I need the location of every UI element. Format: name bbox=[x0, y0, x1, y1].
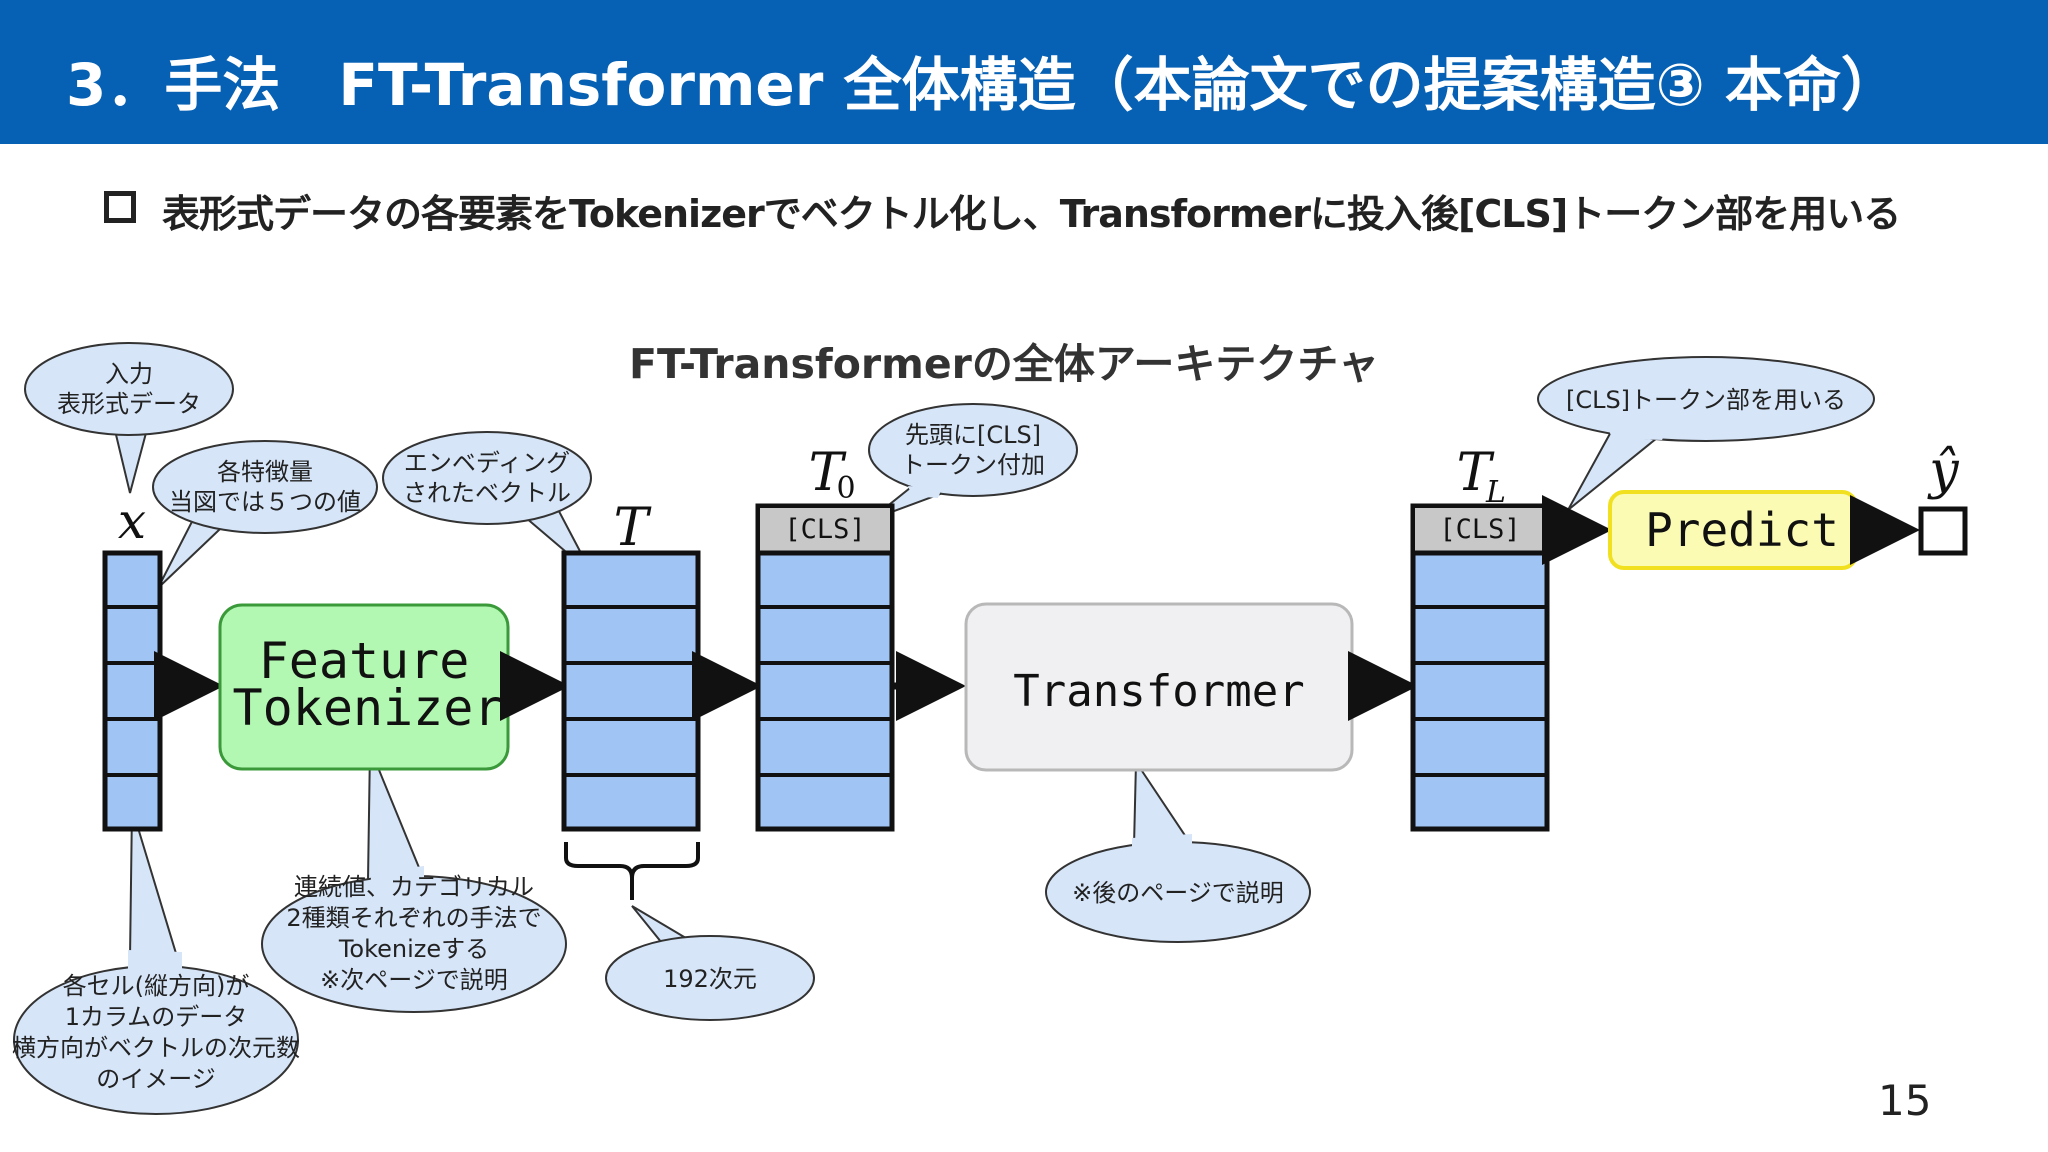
bubble-embedding-line2: されたベクトル bbox=[403, 479, 571, 507]
bubble-cell-line4: のイメージ bbox=[96, 1065, 216, 1093]
symbol-TL: T L bbox=[1457, 443, 1506, 510]
slide-title: 3．手法 FT-Transformer 全体構造（本論文での提案構造③ 本命） bbox=[66, 51, 1899, 119]
bubble-cell: 各セル(縦方向)が 1カラムのデータ 横方向がベクトルの次元数 のイメージ bbox=[12, 807, 300, 1115]
bubble-input: 入力 表形式データ bbox=[24, 342, 234, 494]
square-bullet-icon bbox=[104, 190, 136, 223]
symbol-TL-main: T bbox=[1457, 443, 1495, 503]
bubble-dim: 192次元 bbox=[605, 905, 815, 1021]
symbol-T: T bbox=[614, 498, 652, 558]
cls-token-T0: [CLS] bbox=[784, 514, 865, 545]
matrix-T0: [CLS] bbox=[755, 503, 895, 832]
bubble-cell-line2: 1カラムのデータ bbox=[65, 1003, 248, 1031]
page-number: 15 bbox=[1878, 1076, 1932, 1125]
transformer-label: Transformer bbox=[1013, 666, 1304, 717]
symbol-T0-main: T bbox=[809, 443, 847, 503]
bubble-embedding: エンベディング されたベクトル bbox=[382, 431, 593, 575]
bubble-tokenize-line3: Tokenizeする bbox=[338, 935, 489, 963]
bubble-transformer-note-line1: ※後のページで説明 bbox=[1072, 879, 1284, 907]
bubble-cls-use-line1: [CLS]トークン部を用いる bbox=[1566, 386, 1846, 414]
transformer-box: Transformer bbox=[964, 602, 1354, 772]
bubble-tokenize-line4: ※次ページで説明 bbox=[320, 966, 508, 994]
output-box bbox=[1918, 506, 1968, 556]
diagram-title-text: FT-Transformerの全体アーキテクチャ bbox=[629, 340, 1379, 388]
symbol-TL-sub: L bbox=[1485, 475, 1506, 510]
bubble-dim-line1: 192次元 bbox=[663, 965, 757, 993]
bubble-input-line1: 入力 bbox=[105, 360, 153, 388]
header-bar bbox=[0, 0, 2048, 144]
bubble-cls-head-line2: トークン付加 bbox=[901, 451, 1045, 479]
bubble-tokenize: 連続値、カテゴリカル 2種類それぞれの手法で Tokenizeする ※次ページで… bbox=[261, 747, 567, 1013]
feature-tokenizer-line2: Tokenizer bbox=[233, 679, 504, 737]
bubble-cell-line1: 各セル(縦方向)が bbox=[63, 972, 250, 1000]
bubble-features-line1: 各特徴量 bbox=[217, 458, 313, 486]
bullet-text: 表形式データの各要素をTokenizerでベクトル化し、Transformerに… bbox=[162, 192, 1901, 236]
bubble-cls-use: [CLS]トークン部を用いる bbox=[1537, 356, 1875, 511]
bubble-tokenize-line2: 2種類それぞれの手法で bbox=[286, 904, 541, 932]
predict-label: Predict bbox=[1645, 503, 1839, 557]
symbol-T0: T 0 bbox=[809, 443, 856, 506]
brace-T-width bbox=[564, 842, 700, 900]
input-feature-column bbox=[102, 550, 163, 832]
embedding-matrix-T bbox=[561, 550, 701, 832]
bubble-cls-head: 先頭に[CLS] トークン付加 bbox=[868, 403, 1078, 521]
bubble-cell-line3: 横方向がベクトルの次元数 bbox=[12, 1034, 300, 1062]
symbol-T0-sub: 0 bbox=[836, 471, 855, 506]
symbol-y-hat: ŷ bbox=[1927, 441, 1959, 501]
bubble-transformer-note: ※後のページで説明 bbox=[1045, 758, 1311, 943]
symbol-x: x bbox=[118, 492, 146, 550]
bubble-features-line2: 当図では５つの値 bbox=[169, 488, 361, 516]
bullet-row: 表形式データの各要素をTokenizerでベクトル化し、Transformerに… bbox=[104, 183, 1901, 238]
cls-token-TL: [CLS] bbox=[1439, 514, 1520, 545]
predict-box: Predict bbox=[1608, 490, 1858, 570]
bubble-embedding-line1: エンベディング bbox=[404, 449, 570, 477]
bubble-input-line2: 表形式データ bbox=[57, 390, 201, 418]
feature-tokenizer-box: Feature Tokenizer bbox=[218, 603, 510, 771]
matrix-TL: [CLS] bbox=[1410, 503, 1550, 832]
bubble-tokenize-line1: 連続値、カテゴリカル bbox=[294, 873, 534, 901]
diagram-title: FT-Transformerの全体アーキテクチャ bbox=[0, 330, 2048, 390]
bubble-features: 各特徴量 当図では５つの値 bbox=[152, 440, 378, 589]
bubble-cls-head-line1: 先頭に[CLS] bbox=[905, 421, 1041, 449]
feature-tokenizer-line1: Feature bbox=[259, 632, 470, 690]
